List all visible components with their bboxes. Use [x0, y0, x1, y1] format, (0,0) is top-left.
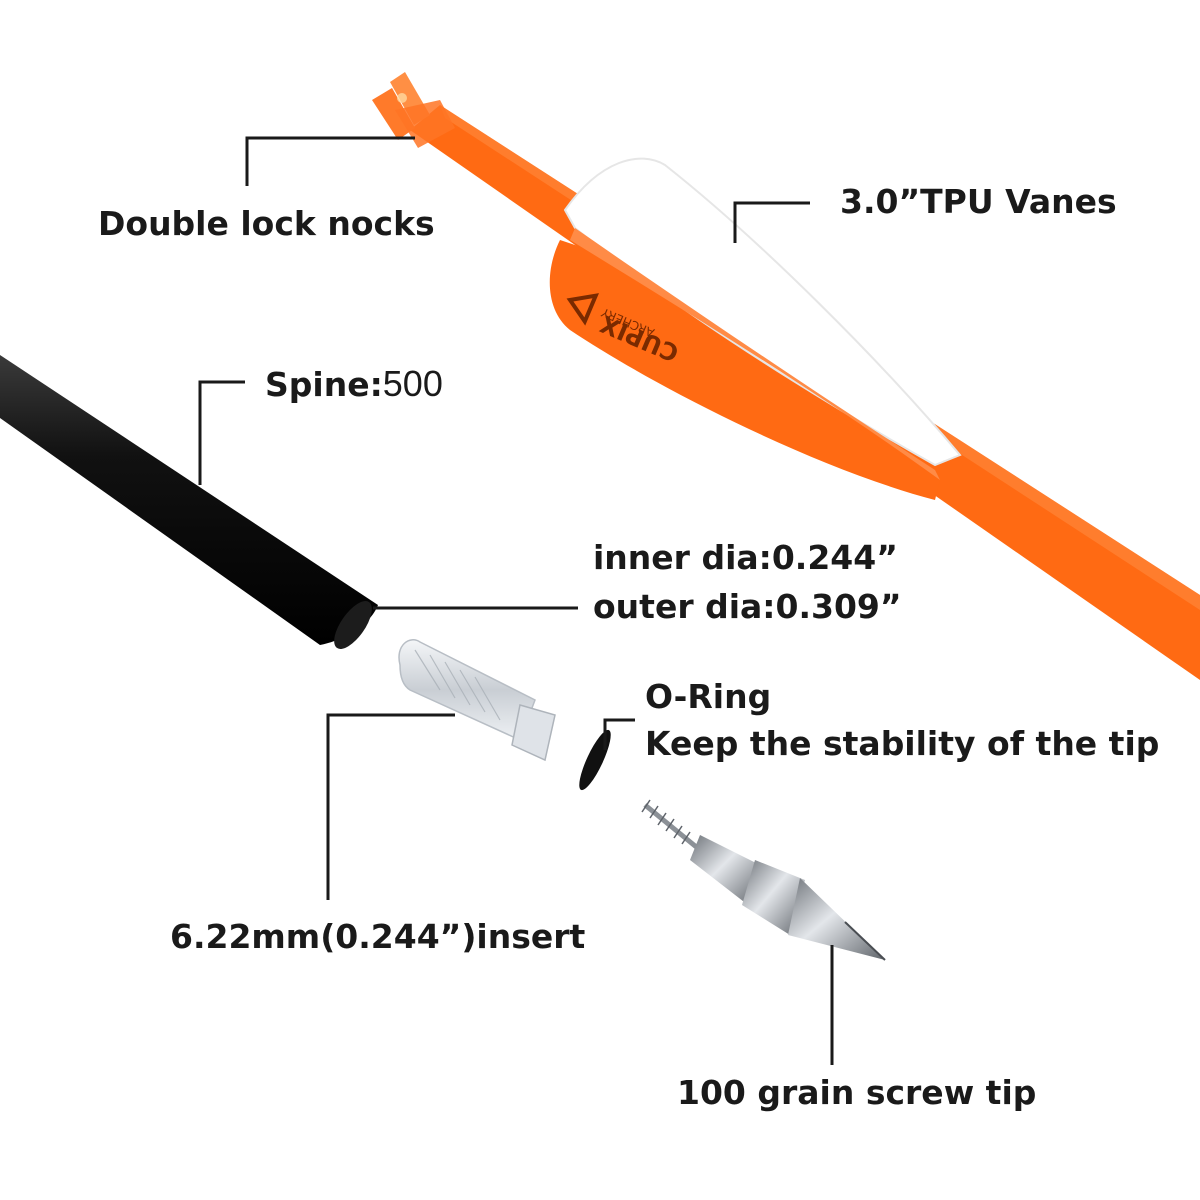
- o-ring: [579, 729, 611, 791]
- carbon-shaft: [0, 355, 378, 645]
- aluminum-insert: [398, 639, 556, 762]
- screw-tip: [641, 799, 886, 961]
- label-outer-dia: outer dia:0.309”: [593, 587, 902, 626]
- leader-oring: [603, 718, 635, 750]
- label-inner-dia: inner dia:0.244”: [593, 538, 898, 577]
- spine-prefix: Spine:: [265, 365, 383, 404]
- label-spine: Spine:500: [265, 366, 443, 402]
- white-vane: [563, 157, 962, 467]
- leader-nocks: [245, 136, 415, 186]
- label-oring-desc: Keep the stability of the tip: [645, 724, 1160, 763]
- leader-spine: [198, 380, 245, 485]
- leader-insert: [326, 713, 455, 900]
- label-oring-title: O-Ring: [645, 677, 772, 716]
- nock: [372, 72, 455, 148]
- label-vanes: 3.0”TPU Vanes: [840, 182, 1117, 221]
- label-insert: 6.22mm(0.244”)insert: [170, 917, 586, 956]
- orange-vane: [549, 240, 940, 500]
- leader-vanes: [733, 201, 810, 243]
- label-nocks: Double lock nocks: [98, 204, 435, 243]
- leader-lines: [198, 136, 834, 1065]
- label-tip: 100 grain screw tip: [677, 1073, 1037, 1112]
- spine-value: 500: [382, 363, 443, 404]
